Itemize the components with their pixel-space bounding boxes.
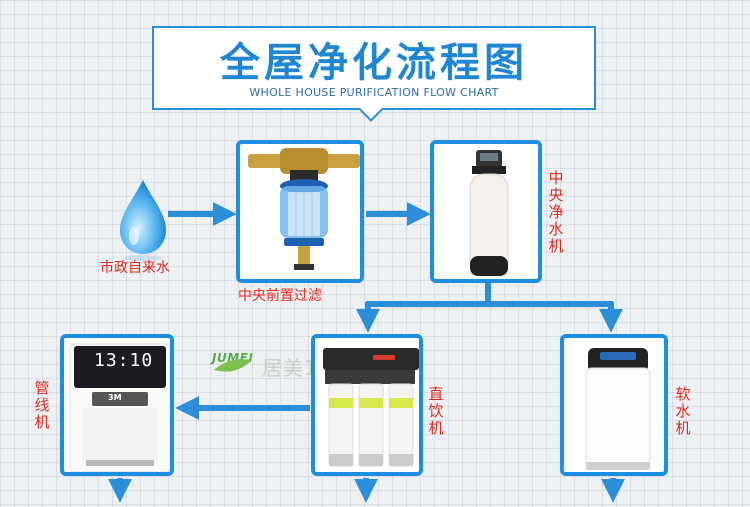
label-pipeline-machine: 管线机: [34, 379, 50, 431]
label-softener: 软水机: [675, 385, 691, 437]
node-prefilter: [236, 140, 364, 283]
prefilter-image: [248, 148, 360, 270]
node-direct-drinking: [311, 334, 423, 476]
label-prefilter: 中央前置过滤: [238, 288, 322, 304]
node-softener: [560, 334, 668, 476]
brand-badge: 3M: [108, 393, 122, 402]
label-direct-drinking: 直饮机: [428, 385, 444, 437]
page-title: 全屋净化流程图: [220, 40, 528, 86]
node-central-purifier: [430, 140, 542, 283]
central-purifier-image: [469, 150, 509, 276]
page-subtitle: WHOLE HOUSE PURIFICATION FLOW CHART: [249, 86, 499, 99]
node-pipeline-machine: 13:10 3M: [60, 334, 174, 476]
label-central-purifier: 中央净水机: [548, 169, 564, 255]
pipeline-machine-image: [69, 343, 170, 472]
softener-image: [585, 348, 651, 470]
direct-drinking-image: [323, 348, 419, 467]
label-municipal-water: 市政自来水: [100, 260, 170, 276]
display-time: 13:10: [94, 350, 154, 371]
